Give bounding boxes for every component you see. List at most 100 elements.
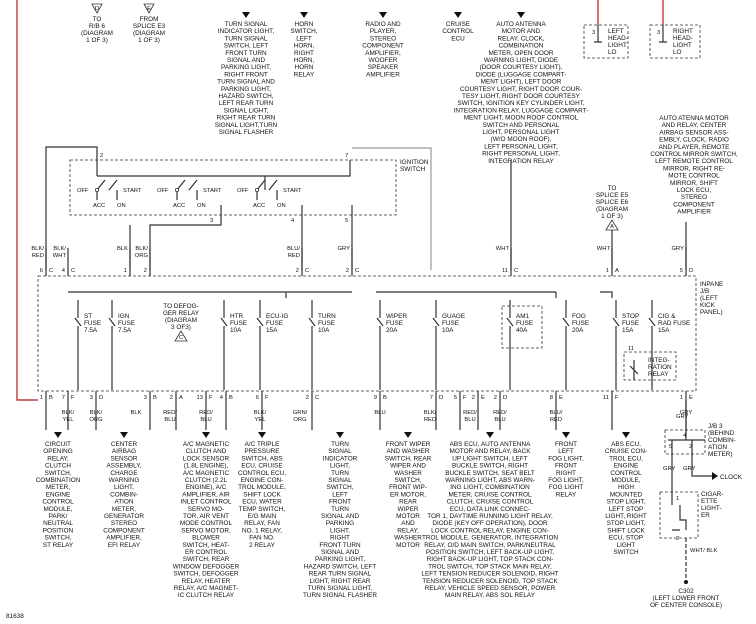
right-headlight: RIGHT HEAD- LIGHT LO 3 <box>649 24 701 59</box>
jb3-line-3: COMBIN- <box>708 437 736 444</box>
left-headlight-line-2: HEAD- <box>608 35 628 42</box>
fuse-name-9: STOP <box>622 313 639 320</box>
ign-pin-mid-bottom: 4 <box>291 218 295 224</box>
bottom-label-center-airbag-line-5: CHARGE <box>110 470 137 477</box>
bottom-pin-8: 2 <box>306 395 309 401</box>
top-label-turn-signal-line-12: LEFT REAR TURN <box>219 100 274 107</box>
bottom-wire-0-0: BLK/ <box>62 410 75 416</box>
bottom-label-turn-indicator-line-14: RIGHT <box>330 535 350 542</box>
bottom-wire-8-1: RED <box>424 417 436 423</box>
left-headlight-line-3: LIGHT <box>608 42 627 49</box>
bottom-label-abs-ecu-line-9: CLUTCH, CRUISE CONTROL <box>447 499 534 506</box>
bottom-label-front-fog-line-2: LEFT <box>558 448 574 455</box>
bottom-label-front-wiper-line-1: FRONT WIPER <box>386 441 431 448</box>
top-wire-pin-3: 2 <box>144 268 147 274</box>
top-label-radio-line-5: AMPLIFIER, <box>365 50 401 57</box>
bottom-label-abs-cruise-line-12: STOP LIGHT, <box>607 520 646 527</box>
lighter-pin-1: 1 <box>676 496 679 502</box>
bottom-pin-5: 13 <box>197 395 203 401</box>
bottom-label-turn-indicator-line-11: SIGNAL AND <box>321 513 360 520</box>
bottom-label-abs-ecu-line-6: WARNING LIGHT, ABS WARN- <box>445 477 535 484</box>
defogger-letter: C <box>179 335 183 341</box>
bottom-label-circuit-opening-line-9: CONTROL <box>42 499 74 506</box>
bottom-label-turn-indicator-line-3: INDICATOR <box>323 455 358 462</box>
fuse-rating-10: 15A <box>658 327 670 334</box>
top-label-turn-signal-line-8: RIGHT FRONT <box>224 71 268 78</box>
top-wire-color2-3: ORG <box>135 253 149 259</box>
top-wire-color-7: WHT <box>597 246 611 252</box>
jb3-line-2: (BEHIND <box>708 430 735 437</box>
lighter-line-3: LIGHT- <box>701 505 722 512</box>
arrow-radio <box>379 12 387 18</box>
junction-block <box>37 275 697 392</box>
splice-ref-line-2: SPLICE E5 <box>596 192 629 199</box>
bottom-arrow-front-wiper <box>404 432 412 438</box>
bottom-label-circuit-opening-line-13: POSITION <box>43 527 74 534</box>
fuses: STFUSE7.5AIGNFUSE7.5AHTRFUSE10AECU-IGFUS… <box>74 300 690 390</box>
top-label-antenna-line-18: LEFT PERSONAL LIGHT, <box>484 143 558 150</box>
top-wire-color-1: BLK/ <box>53 246 66 252</box>
ignition-switch-box <box>69 159 397 216</box>
bottom-conn-2: D <box>99 395 103 401</box>
bottom-label-abs-ecu-line-22: MAIN RELAY, ABS SOL RELAY <box>445 592 536 599</box>
top-label-turn-signal-line-2: INDICATOR LIGHT, <box>218 28 274 35</box>
top-label-right-side-line-8: MIRROR, RIGHT RE- <box>663 165 725 172</box>
defogger-line-1: TO DEFOG- <box>163 303 198 310</box>
top-wire-conn-1: C <box>71 268 75 274</box>
am1-fuse-box <box>501 305 543 349</box>
right-headlight-line-1: RIGHT <box>673 28 693 35</box>
bottom-label-front-wiper-line-4: WIPER AND <box>390 463 426 470</box>
bottom-label-abs-cruise-line-13: SHIFT LOCK <box>607 527 645 534</box>
fuse-name-8: FOG <box>572 313 586 320</box>
jb3: J/B 3 (BEHIND COMBIN- ATION METER) GRY G… <box>663 400 743 492</box>
bottom-wire-10-0: RED/ <box>493 410 507 416</box>
jb3-wire-2: GRY <box>683 466 696 472</box>
fuse-type-7: FUSE <box>516 320 533 327</box>
bottom-label-circuit-opening-line-5: SWITCH, <box>45 470 72 477</box>
top-label-right-side-line-9: MOTE CONTROL <box>668 173 720 180</box>
bottom-label-abs-cruise-line-7: HIGH <box>618 484 634 491</box>
top-label-antenna-line-13: INTEGRATION RELAY, LUGGAGE COMPART- <box>454 107 589 114</box>
integration-relay: INTEG- RATION RELAY 11 <box>623 346 677 381</box>
bottom-label-ac-triple-line-5: CONTROL ECU, <box>238 470 286 477</box>
bottom-label-abs-cruise-line-2: CRUISE CON- <box>605 448 647 455</box>
fuse-name-3: ECU-IG <box>266 313 288 320</box>
bottom-label-front-wiper-line-11: MOTOR <box>396 513 420 520</box>
top-label-radio: RADIO ANDPLAYER,STEREOCOMPONENTAMPLIFIER… <box>362 21 404 78</box>
top-label-right-side-line-6: CONTROL MIRROR SWITCH, <box>650 151 738 158</box>
fuse-symbol-4 <box>308 300 316 390</box>
ref-d: D TO R/B 6 (DIAGRAM 1 OF 3) <box>81 3 113 44</box>
ign-pos-acc-0: ACC <box>93 203 105 209</box>
junction-block-label-4: KICK <box>700 302 716 309</box>
bottom-label-ac-magnetic-line-1: A/C MAGNETIC <box>183 441 230 448</box>
bottom-label-circuit-opening-line-6: COMBINATION <box>36 477 81 484</box>
top-wire-conn-6: C <box>514 268 518 274</box>
top-label-antenna-line-8: DIODE (LUGGAGE COMPART- <box>476 71 567 78</box>
bottom-label-abs-ecu-line-10: ECU, DATA LINK CONNEC- <box>450 506 530 513</box>
bottom-label-abs-ecu-line-18: TROL SWITCH, TOP STACK MAIN RELAY, <box>428 563 552 570</box>
bottom-pin-11: 5 <box>454 395 457 401</box>
fuse-symbol-7 <box>506 300 514 390</box>
bottom-conn-14: E <box>559 395 563 401</box>
integration-relay-box <box>623 351 677 381</box>
bottom-label-ac-triple-line-14: FAN NO. <box>249 535 275 542</box>
bottom-label-abs-ecu-line-3: UP LIGHT SWITCH, LEFT <box>452 455 527 462</box>
top-label-antenna-line-7: (DOOR COURTESY LIGHT), <box>480 64 563 71</box>
bottom-wire-1-0: BLK/ <box>90 410 103 416</box>
bottom-arrow-center-airbag <box>120 432 128 438</box>
bottom-label-front-wiper-line-12: AND <box>401 520 415 527</box>
ign-terminal-2 <box>254 187 259 192</box>
lighter-box <box>659 491 699 539</box>
jb3-line-5: METER) <box>708 451 733 458</box>
diagram-id: 81638 <box>6 613 24 620</box>
top-label-antenna-line-3: RELAY, CLOCK, <box>497 35 544 42</box>
bottom-label-center-airbag-line-1: CENTER <box>111 441 138 448</box>
bottom-label-ac-magnetic-line-18: WINDOW DEFOGGER <box>173 563 240 570</box>
junction-block-label-1: INPANE <box>700 281 723 288</box>
ign-terminal-1 <box>174 187 179 192</box>
